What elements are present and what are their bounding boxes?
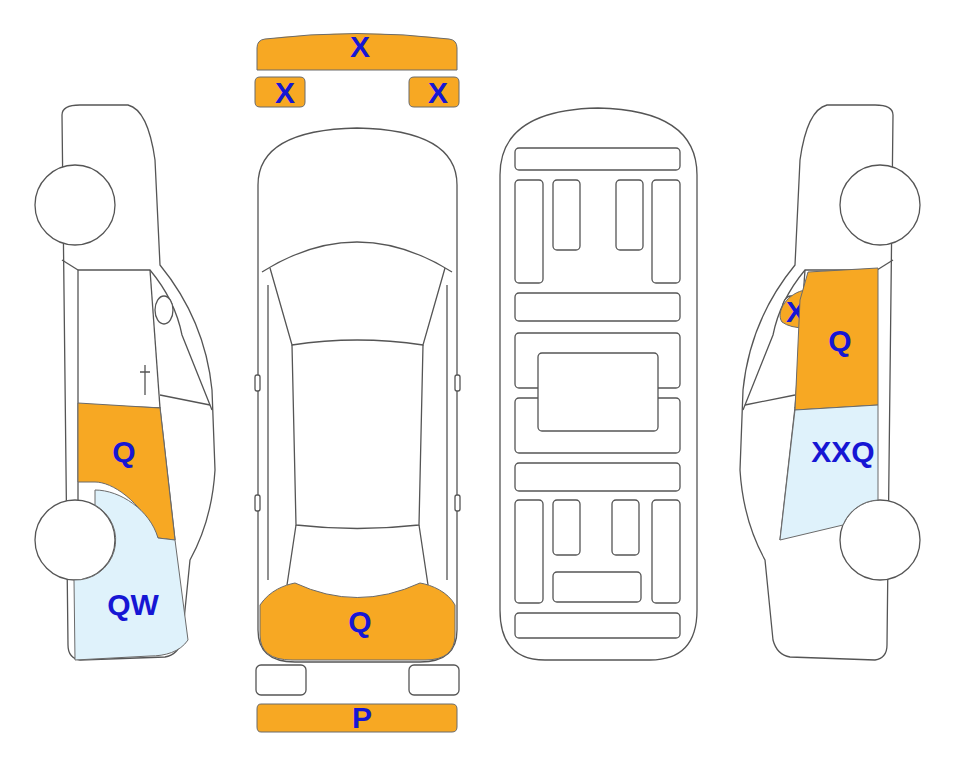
- damage-code: QW: [107, 590, 159, 620]
- panel-shape: [255, 77, 305, 107]
- trunk-lid-panel: Q: [258, 581, 457, 662]
- right-front-door-panel: Q: [793, 266, 880, 412]
- panel-shape: [780, 405, 878, 540]
- panel-shape: [74, 490, 188, 660]
- damage-code: X: [350, 32, 370, 62]
- right-headlamp-panel: X: [409, 77, 459, 107]
- damage-code: Q: [348, 607, 371, 637]
- rear-bumper-panel: P: [256, 703, 458, 733]
- damage-code: Q: [828, 326, 851, 356]
- panel-shape: [260, 583, 455, 660]
- left-headlamp-panel: X: [255, 77, 305, 107]
- panel-outline: [70, 480, 192, 662]
- panel-shape: [795, 268, 878, 410]
- right-rear-door-panel: XXQ: [778, 403, 880, 542]
- panel-outline: [778, 403, 880, 542]
- left-rear-quarter-panel: QW: [70, 480, 192, 662]
- damage-code: XXQ: [811, 437, 874, 467]
- front-bumper-panel: X: [255, 28, 460, 72]
- panel-shape: [409, 77, 459, 107]
- damage-code: X: [275, 78, 295, 108]
- damage-code: P: [352, 703, 372, 733]
- panel-shape: [257, 704, 457, 732]
- damage-code: X: [428, 78, 448, 108]
- damage-code: Q: [112, 437, 135, 467]
